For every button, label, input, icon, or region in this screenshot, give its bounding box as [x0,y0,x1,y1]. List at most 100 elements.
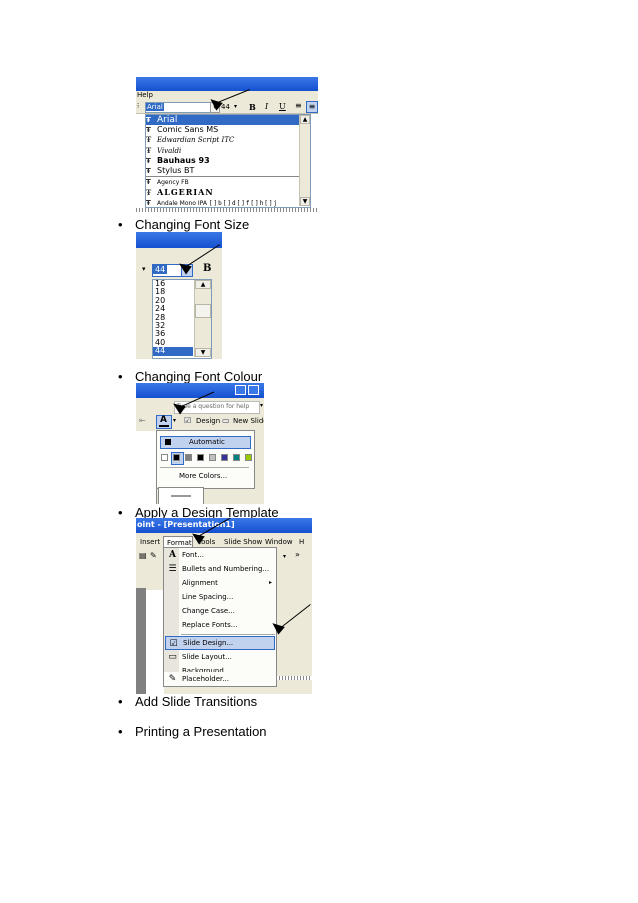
truetype-font-icon: Ŧ [146,116,151,124]
menu-item-bullets[interactable]: ☰Bullets and Numbering... [168,564,270,574]
font-size-dropdown-icon[interactable]: ▾ [234,103,238,110]
menu-item-line-spacing[interactable]: Line Spacing... [182,593,234,601]
font-size-dropdown-screenshot: ▾ 44 ▾ B 16 18 20 24 28 32 36 40 44 ▲ ▼ [136,232,222,359]
swatch-white[interactable] [161,454,168,461]
swatch-black[interactable] [173,454,180,461]
size-list-scrollbar[interactable]: ▲ ▼ [194,280,211,357]
align-left-icon[interactable]: ≡ [295,101,302,110]
scroll-thumb[interactable] [195,304,211,318]
size-item[interactable]: 18 [155,287,166,297]
menu-format-open[interactable]: Format [163,536,193,548]
menu-item-change-case[interactable]: Change Case... [182,607,235,615]
format-menu-tail[interactable]: ✎Placeholder... [163,672,277,687]
minimize-restore-button[interactable] [235,385,246,395]
font-color-letter: A [160,415,167,425]
resize-grip[interactable] [136,208,318,212]
help-dropdown-icon[interactable]: ▾ [260,402,264,409]
menu-item-replace-fonts[interactable]: Replace Fonts... [182,621,238,629]
size-item-selected[interactable]: 44 [153,346,193,356]
toolbar-dropdown-icon[interactable]: ▾ [283,553,287,560]
font-size-box[interactable]: 44 [152,264,182,277]
toolbar-grip-icon: ⇤ [139,416,146,425]
bullet-marker: • [118,217,123,232]
scroll-down-icon[interactable]: ▼ [195,348,211,357]
menu-item-slide-design[interactable]: ☑Slide Design... [165,636,275,650]
size-item[interactable]: 32 [155,320,166,330]
bold-button[interactable]: B [249,102,256,112]
font-size-value[interactable]: 44 [221,103,230,111]
swatch-black-2[interactable] [197,454,204,461]
underline-button[interactable]: U [279,102,286,111]
swatch-lime[interactable] [245,454,252,461]
restore-icon[interactable] [248,385,259,395]
menu-help[interactable]: Help [137,91,153,99]
swatch-teal[interactable] [233,454,240,461]
truetype-font-icon: Ŧ [146,166,151,175]
menu-insert[interactable]: Insert [140,538,161,546]
menu-window[interactable]: Window [265,538,293,546]
size-item[interactable]: 36 [155,329,166,339]
size-item[interactable]: 24 [155,304,166,314]
menu-bar: Help [136,91,318,100]
scroll-up-icon[interactable]: ▲ [195,280,211,289]
bullet-marker: • [118,369,123,384]
font-name-dropdown-icon[interactable]: ▾ [142,265,146,273]
bold-button[interactable]: B [203,263,212,274]
help-question-placeholder: Type a question for help [177,403,250,410]
font-color-button[interactable]: A [156,415,172,429]
font-list-scrollbar[interactable]: ▲ ▼ [299,115,310,206]
menu-help[interactable]: H [299,538,305,546]
new-slide-icon: ▭ [222,416,230,425]
swatch-light-gray[interactable] [209,454,216,461]
font-color-dropdown-icon[interactable]: ▾ [173,417,177,424]
menu-slide-show[interactable]: Slide Show [224,538,263,546]
swatch-indigo[interactable] [221,454,228,461]
toolbar-grip: ⁝ [137,102,140,110]
bullet-text: Changing Font Colour [135,369,263,384]
size-item[interactable]: 20 [155,295,166,305]
title-bar [136,232,222,248]
slide-area-left [136,431,157,504]
swatch-gray[interactable] [185,454,192,461]
italic-button[interactable]: I [265,102,269,111]
bullet-text: Add Slide Transitions [135,694,258,709]
menu-item-background[interactable]: Background... [182,667,231,675]
menu-tools[interactable]: Tools [198,538,216,546]
help-question-box[interactable]: Type a question for help [174,401,260,414]
toolbar-overflow-icon[interactable]: » [295,550,300,559]
size-item[interactable]: 16 [155,279,166,288]
more-colors-option[interactable]: More Colors... [179,472,228,480]
menu-item-placeholder[interactable]: ✎Placeholder... [168,674,229,684]
font-size-dropdown-button[interactable]: ▾ [181,264,193,277]
automatic-color-option[interactable]: Automatic [160,436,251,449]
design-button[interactable]: Design [196,417,221,425]
font-size-value: 44 [153,265,168,274]
size-item[interactable]: 28 [155,312,166,322]
bullet-text: Printing a Presentation [135,724,267,739]
font-name-box[interactable]: Arial [145,102,211,113]
resize-grip[interactable] [276,676,312,680]
font-color-palette[interactable]: Automatic More Colors... [156,430,255,489]
menu-item-slide-layout[interactable]: ▭Slide Layout... [168,652,232,662]
size-item[interactable]: 40 [155,337,166,347]
menu-item-alignment[interactable]: Alignment▸ [164,576,276,590]
scroll-up-icon[interactable]: ▲ [300,115,310,124]
new-slide-button[interactable]: New Slide [233,417,264,425]
scroll-down-icon[interactable]: ▼ [300,197,310,206]
align-center-icon[interactable]: ≡ [306,101,318,113]
bullet-text: Apply a Design Template [135,505,279,520]
thumbnail-line [171,495,191,497]
